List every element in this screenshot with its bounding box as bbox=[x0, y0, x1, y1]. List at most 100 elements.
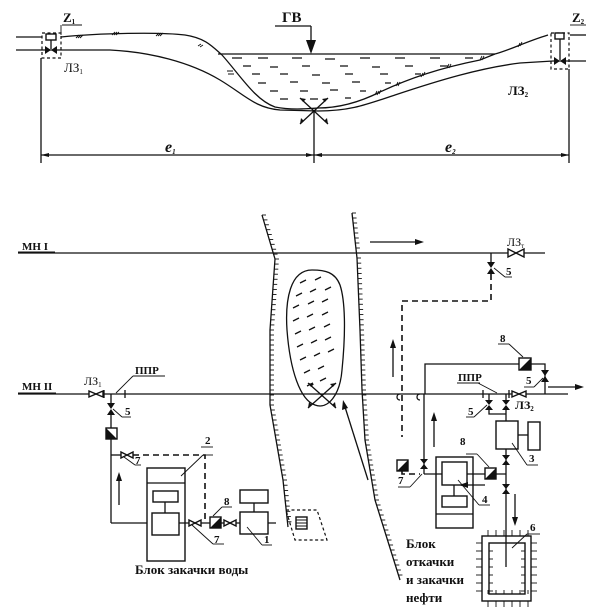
num-5-mn1: 5 bbox=[506, 266, 512, 278]
ppr-left-label: ППР bbox=[135, 365, 159, 377]
ppr-right-label: ППР bbox=[458, 372, 482, 384]
valve-7-oil-icon[interactable] bbox=[420, 459, 428, 469]
leader-5-bypass bbox=[533, 377, 544, 388]
num-6: 6 bbox=[530, 522, 536, 534]
gv-arrow-icon bbox=[306, 40, 316, 54]
filter-dashed-end-fill bbox=[397, 460, 408, 471]
z1-label: Z1 bbox=[63, 10, 76, 26]
lz2-plan-label: ЛЗ2 bbox=[515, 398, 534, 413]
filter-8-water-fill bbox=[210, 517, 221, 528]
ppr-left-leader bbox=[115, 375, 134, 394]
mn2-label: МН II bbox=[22, 381, 52, 393]
filter-8-bypass-fill bbox=[519, 358, 531, 370]
valve-5-oil-b-icon[interactable] bbox=[502, 400, 510, 410]
num-7-lower: 7 bbox=[214, 534, 220, 546]
gv-label: ГВ bbox=[282, 10, 302, 26]
lz2-profile-label: ЛЗ2 bbox=[508, 83, 529, 99]
river-bank-right bbox=[351, 212, 403, 581]
leader-7-lower bbox=[191, 524, 214, 545]
pipe-profile-right bbox=[317, 60, 554, 112]
leader-5-water bbox=[112, 408, 123, 418]
z2-label: Z2 bbox=[572, 10, 585, 26]
unit-3-oil-pump[interactable] bbox=[495, 420, 541, 451]
unit-6-oil-tank[interactable] bbox=[476, 530, 537, 607]
leader-7-oil bbox=[409, 473, 423, 488]
oil-flow-arrowhead-left bbox=[459, 482, 468, 488]
num-5-bypass: 5 bbox=[526, 375, 532, 387]
ground-hatching bbox=[75, 31, 523, 96]
leader-5-mn1 bbox=[493, 267, 506, 278]
num-5-water: 5 bbox=[125, 406, 131, 418]
washout-hatching bbox=[292, 276, 335, 387]
leak-point-plan-icon bbox=[307, 382, 337, 409]
lz-top-valve-icon[interactable] bbox=[507, 247, 525, 259]
lz1-plan-valve-icon[interactable] bbox=[88, 389, 104, 399]
num-8-water: 8 bbox=[224, 496, 230, 508]
lz2-profile-box bbox=[550, 32, 570, 70]
water-intake-zone bbox=[285, 509, 328, 541]
leader-4 bbox=[457, 479, 480, 506]
lz2-plan-valve-icon[interactable] bbox=[511, 389, 527, 399]
valve-7-upper-icon[interactable] bbox=[120, 450, 134, 460]
leader-8-bypass bbox=[508, 343, 524, 358]
filter-8-oil-fill bbox=[485, 468, 496, 479]
num-4: 4 bbox=[482, 494, 488, 506]
valve-oil-lower-icon[interactable] bbox=[502, 484, 510, 494]
oil-flow-arrowhead-up bbox=[431, 412, 437, 421]
mn1-label: МН I bbox=[22, 241, 48, 253]
washout-zone bbox=[285, 269, 346, 407]
water-intake-icon[interactable] bbox=[295, 516, 308, 530]
leader-5-oil bbox=[473, 404, 488, 418]
lz1-profile-label: ЛЗ1 bbox=[64, 60, 83, 76]
ppr-right-leader bbox=[477, 382, 498, 394]
num-7-oil: 7 bbox=[398, 475, 404, 487]
leader-3 bbox=[511, 442, 528, 466]
leader-2 bbox=[180, 454, 204, 477]
leader-7-upper bbox=[123, 456, 136, 466]
num-1: 1 bbox=[264, 534, 270, 546]
dashed-line-mn1-to-oil bbox=[401, 274, 492, 437]
river-bank-left bbox=[261, 214, 292, 528]
leader-1 bbox=[246, 526, 263, 546]
arrowhead-up-2 bbox=[390, 339, 396, 348]
leader-8-oil bbox=[476, 453, 490, 468]
valve-5-oil-a-icon[interactable] bbox=[485, 400, 493, 410]
valve-5-water-icon[interactable] bbox=[107, 403, 115, 415]
river-flow-arrowhead bbox=[342, 400, 348, 410]
lz1-actuator bbox=[45, 33, 57, 41]
right-bank-surface bbox=[494, 34, 549, 55]
num-3: 3 bbox=[529, 453, 535, 465]
oil-block-label: Блок откачки и закачки нефти bbox=[406, 536, 467, 605]
tank-flow-arrowhead bbox=[512, 517, 518, 526]
num-8-oil: 8 bbox=[460, 436, 466, 448]
unit-2-pump-station[interactable] bbox=[146, 467, 186, 562]
leader-8-water bbox=[212, 506, 223, 517]
valve-5-bypass-icon[interactable] bbox=[541, 370, 549, 382]
river-flow-arrow bbox=[344, 406, 369, 481]
num-8-bypass: 8 bbox=[500, 333, 506, 345]
unit-1-water-pump[interactable] bbox=[239, 489, 269, 535]
lz-top-label: ЛЗт bbox=[507, 235, 524, 250]
water-flow-arrowhead bbox=[116, 472, 122, 481]
lz2-actuator bbox=[554, 32, 565, 40]
num-5-oil: 5 bbox=[468, 406, 474, 418]
flow-arrowhead-mn2 bbox=[575, 384, 584, 390]
valve-water-3-icon[interactable] bbox=[223, 518, 237, 528]
num-7-upper: 7 bbox=[135, 455, 141, 467]
valve-5-mn1-icon[interactable] bbox=[487, 262, 495, 274]
leader-6 bbox=[511, 533, 528, 549]
lz1-plan-label: ЛЗ1 bbox=[84, 374, 102, 389]
valve-7-lower-icon[interactable] bbox=[188, 518, 202, 528]
crossover-2 bbox=[416, 393, 421, 401]
lz2-valve-icon bbox=[554, 57, 566, 65]
riverbed-right bbox=[317, 53, 496, 109]
l2-dimension-label: e2 bbox=[445, 139, 456, 156]
num-2: 2 bbox=[205, 435, 211, 447]
plan-view-section: МН I ЛЗт 5 bbox=[18, 212, 584, 607]
valve-oil-upper-icon[interactable] bbox=[502, 455, 510, 465]
l1-dimension-label: e1 bbox=[165, 139, 176, 156]
unit-4-oil-pump-station[interactable] bbox=[435, 456, 474, 529]
left-bank-surface bbox=[60, 32, 223, 56]
water-hatching bbox=[232, 57, 473, 100]
